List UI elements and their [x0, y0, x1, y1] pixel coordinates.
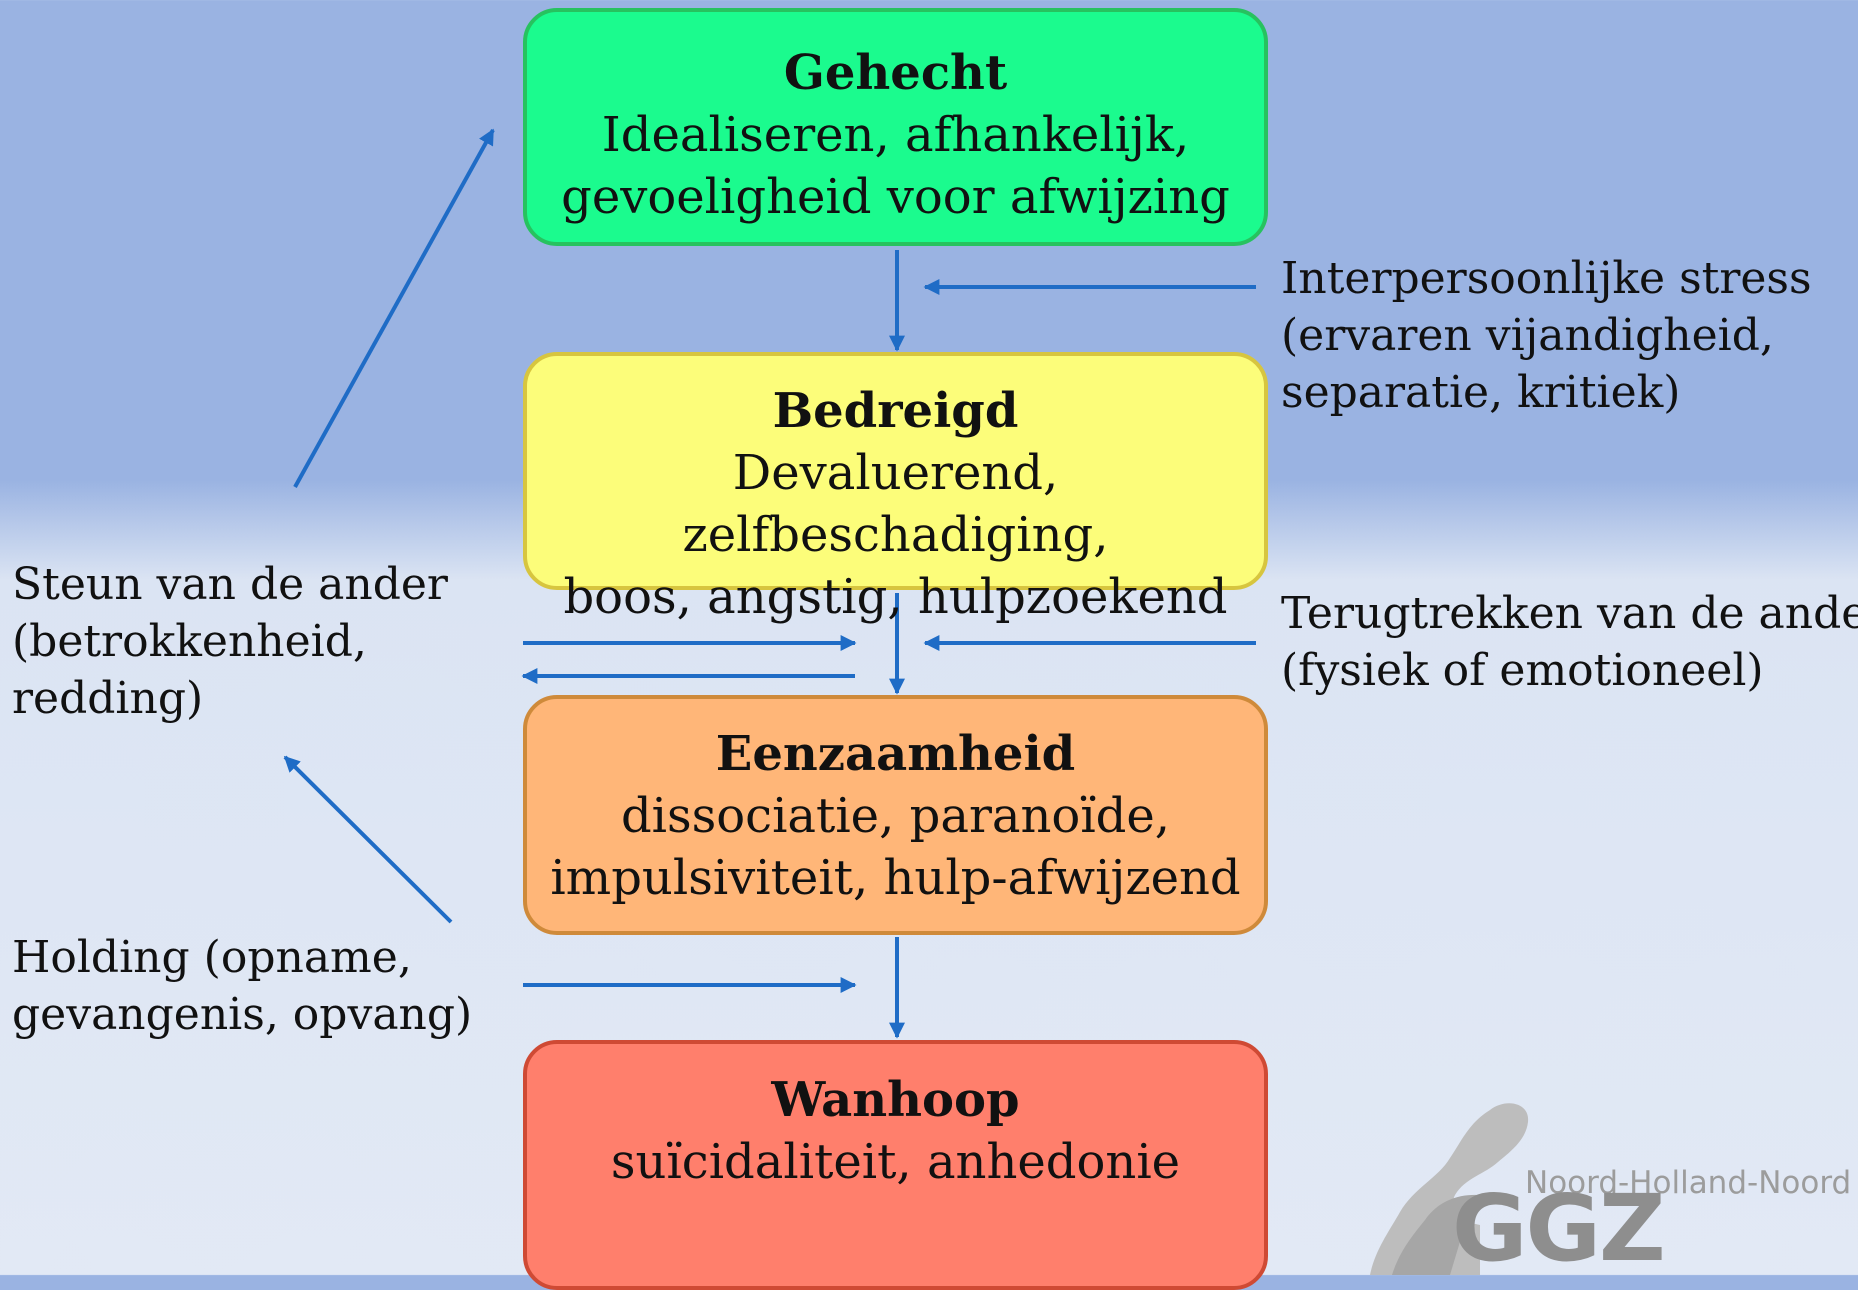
state-box-bedreigd: Bedreigd Devaluerend, zelfbeschadiging, …: [523, 352, 1268, 625]
box-desc-line: Devaluerend, zelfbeschadiging,: [682, 445, 1109, 563]
label-terugtrekken: Terugtrekken van de ander (fysiek of emo…: [1281, 585, 1858, 699]
logo-subtitle: Noord-Holland-Noord: [1525, 1165, 1852, 1201]
box-title: Eenzaamheid: [715, 726, 1076, 782]
arrow-steun-to-gehecht: [293, 128, 495, 488]
box-title: Wanhoop: [771, 1072, 1020, 1128]
box-title: Gehecht: [783, 45, 1008, 101]
logo-wordmark: GGZ: [1452, 1175, 1666, 1282]
label-line: (fysiek of emotioneel): [1281, 645, 1764, 696]
label-line: (ervaren vijandigheid,: [1281, 310, 1774, 361]
box-title: Bedreigd: [772, 383, 1019, 439]
label-holding: Holding (opname, gevangenis, opvang): [12, 929, 472, 1043]
box-desc-line: dissociatie, paranoïde,: [620, 788, 1171, 844]
state-box-eenzaamheid: Eenzaamheid dissociatie, paranoïde, impu…: [523, 695, 1268, 935]
label-line: Holding (opname,: [12, 932, 412, 983]
state-box-gehecht: Gehecht Idealiseren, afhankelijk, gevoel…: [523, 8, 1268, 246]
arrow-holding-to-steun: [283, 755, 453, 924]
box-desc-line: Idealiseren, afhankelijk,: [601, 107, 1190, 163]
label-line: Steun van de ander: [12, 559, 448, 610]
label-line: separatie, kritiek): [1281, 367, 1681, 418]
box-desc-line: boos, angstig, hulpzoekend: [563, 569, 1228, 625]
box-desc-line: gevoeligheid voor afwijzing: [561, 169, 1230, 225]
ggz-logo-icon: [1370, 1103, 1529, 1275]
label-line: gevangenis, opvang): [12, 989, 473, 1040]
label-line: Terugtrekken van de ander: [1281, 588, 1858, 639]
box-desc-line: impulsiviteit, hulp-afwijzend: [550, 850, 1241, 906]
label-line: Interpersoonlijke stress: [1281, 253, 1812, 304]
state-box-wanhoop: Wanhoop suïcidaliteit, anhedonie: [523, 1040, 1268, 1290]
label-line: (betrokkenheid,: [12, 616, 367, 667]
label-line: redding): [12, 673, 204, 724]
label-steun: Steun van de ander (betrokkenheid, reddi…: [12, 556, 448, 727]
label-interpersoonlijke-stress: Interpersoonlijke stress (ervaren vijand…: [1281, 250, 1812, 421]
box-desc-line: suïcidaliteit, anhedonie: [610, 1134, 1181, 1190]
